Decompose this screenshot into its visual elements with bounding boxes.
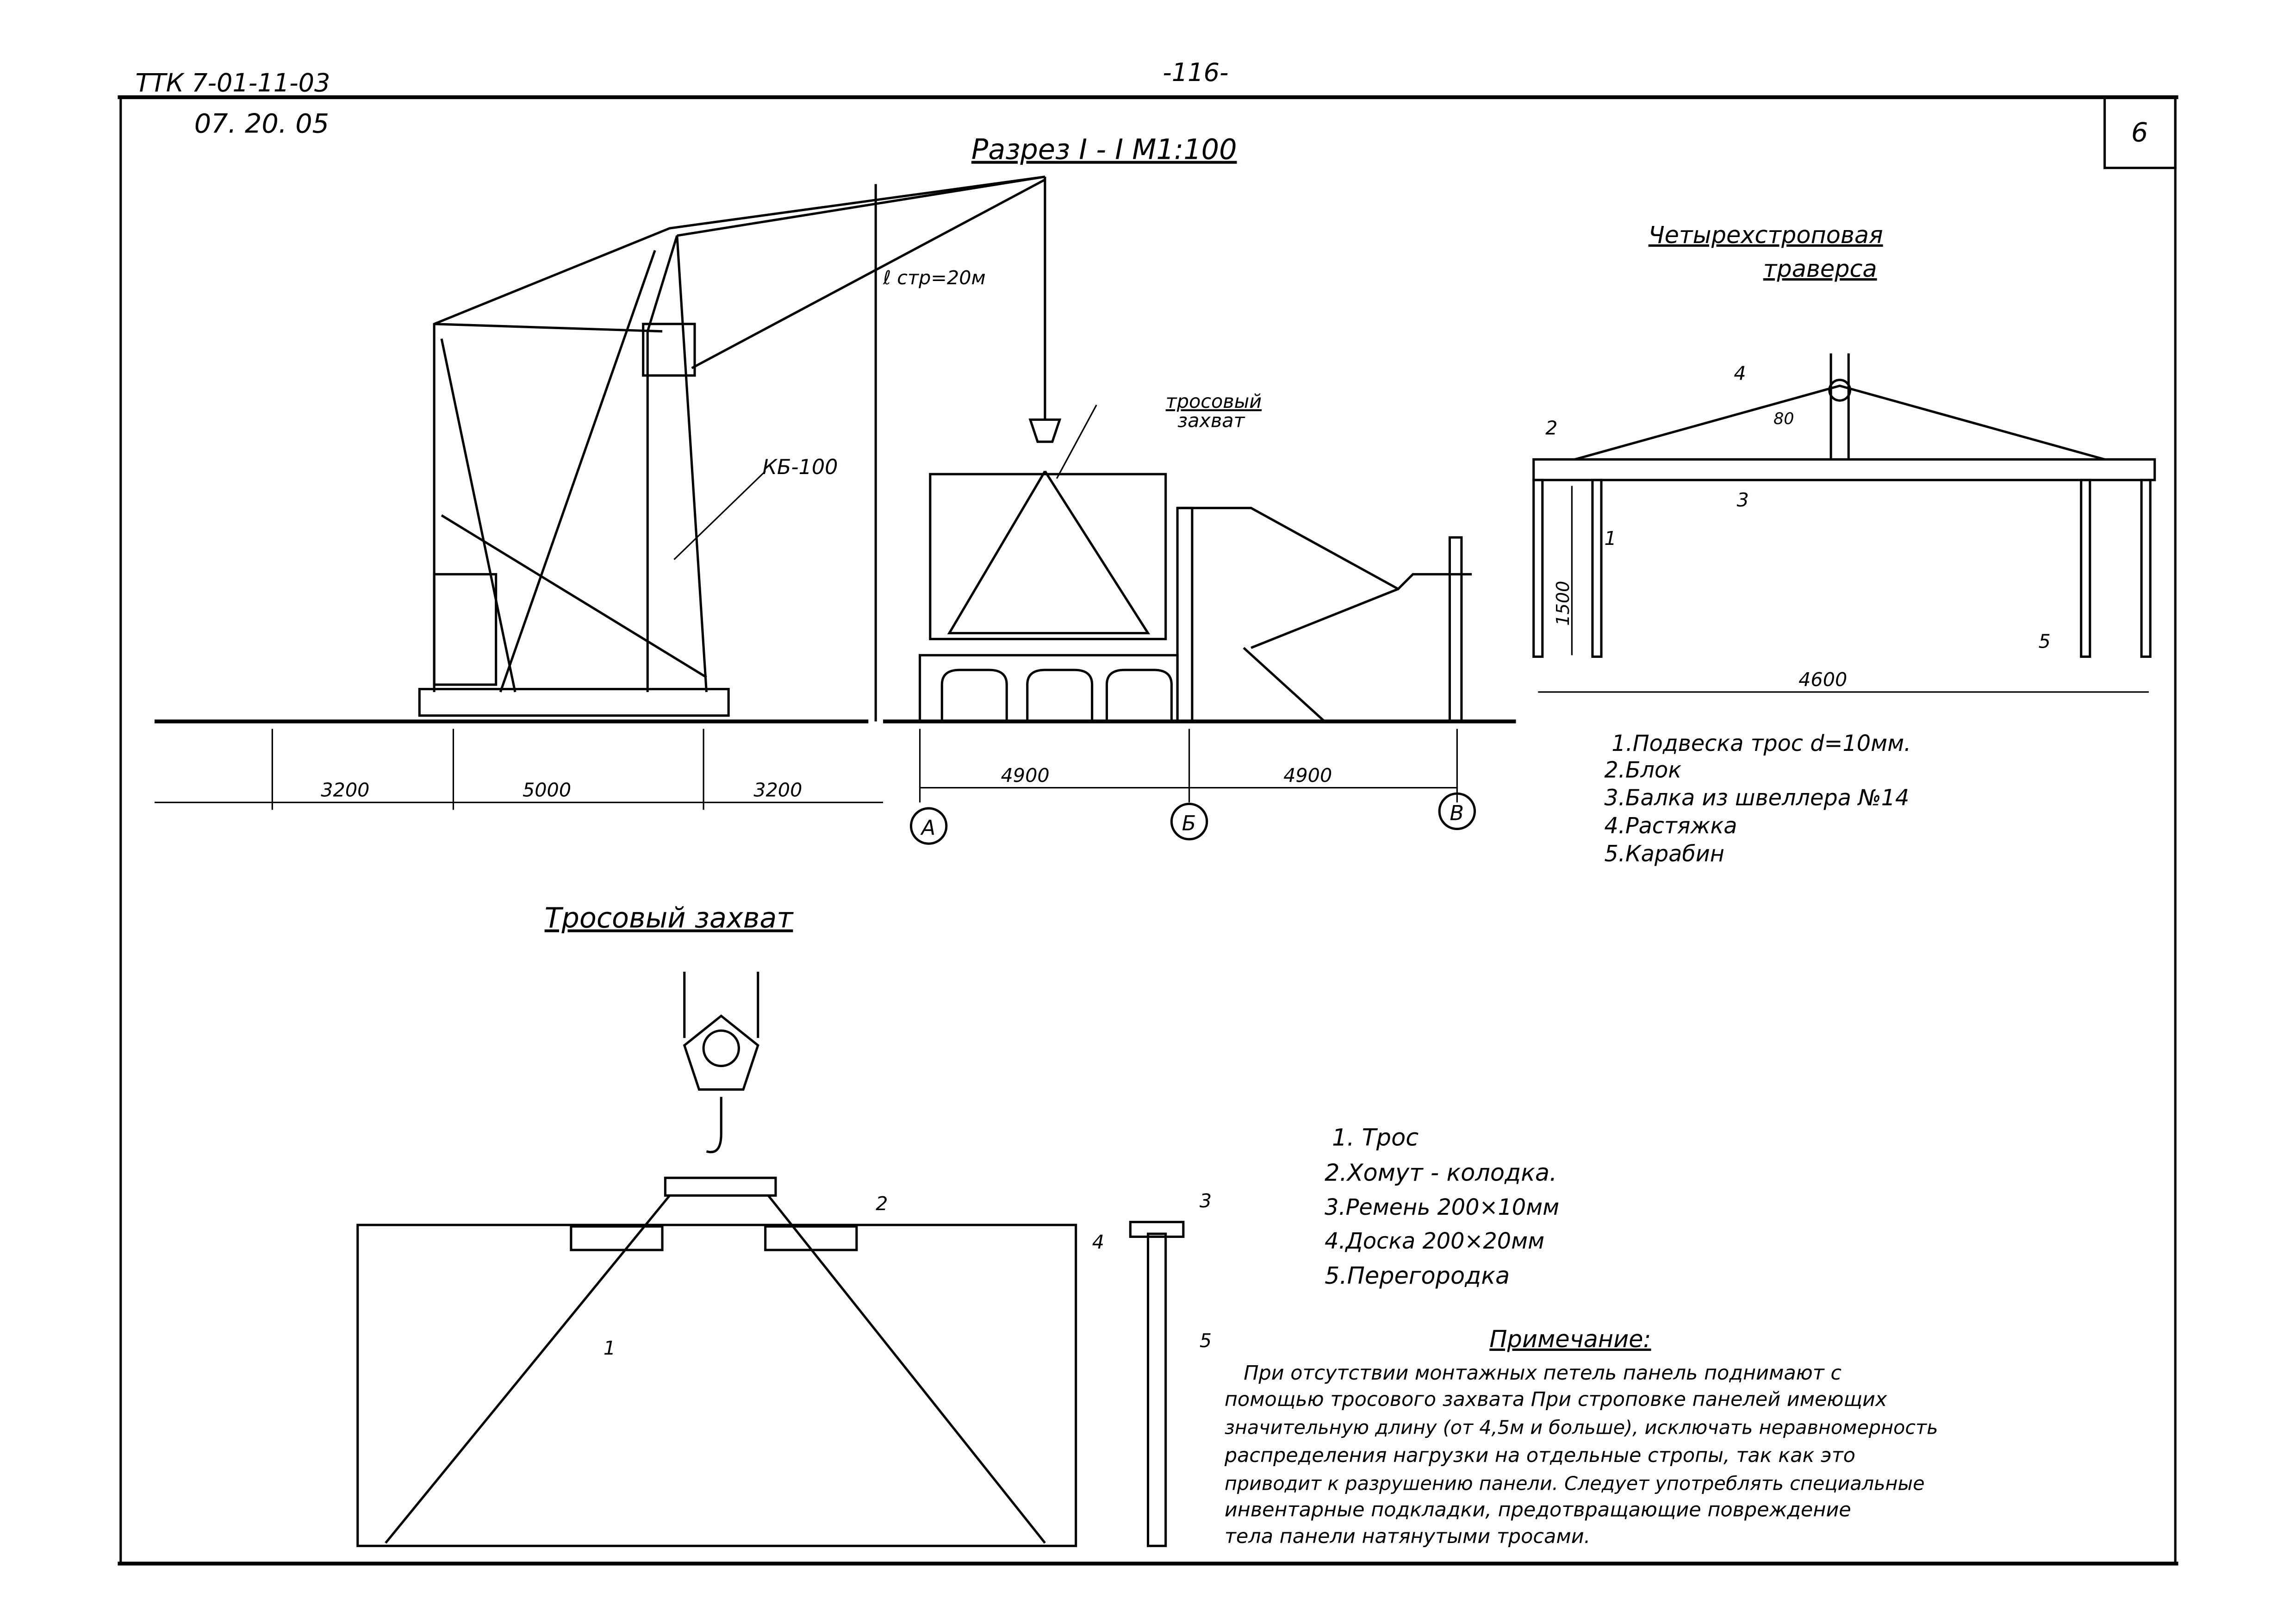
traverse-callout: 2	[1545, 417, 1557, 439]
sheet-frame	[118, 95, 2178, 1566]
dimension: 3200	[321, 779, 369, 801]
grip-callout: 3	[1200, 1190, 1212, 1212]
axis-label-a: А	[920, 816, 935, 840]
note-line: помощью тросового захвата При строповке …	[1225, 1388, 1887, 1411]
traverse-angle: 80	[1773, 410, 1794, 428]
traverse-callout: 1	[1604, 527, 1616, 550]
dimension: 4900	[1283, 764, 1332, 787]
grip-title: Тросовый захват	[545, 902, 794, 935]
note-line: значительную длину (от 4,5м и больше), и…	[1225, 1417, 1938, 1439]
axis-marker-b	[1170, 802, 1208, 841]
note-line: приводит к разрушению панели. Следует уп…	[1225, 1472, 1925, 1494]
doc-code: ТТК 7-01-11-03	[136, 68, 330, 97]
sheet-number-box	[2103, 96, 2177, 169]
traverse-title-2: траверса	[1763, 255, 1877, 282]
legend-item: 5.Перегородка	[1325, 1262, 1510, 1289]
note-line: инвентарные подкладки, предотвращающие п…	[1225, 1499, 1851, 1522]
axis-label-b: Б	[1182, 812, 1196, 836]
traverse-callout: 4	[1734, 362, 1746, 385]
note-body: При отсутствии монтажных петель панель п…	[1224, 1362, 1938, 1548]
legend-item: 1.Подвеска трос d=10мм.	[1612, 731, 1911, 756]
traverse-width: 4600	[1798, 668, 1847, 691]
grip-label-1: тросовый	[1166, 390, 1262, 412]
crane-drawing	[154, 175, 1516, 845]
grip-legend: 1. Трос 2.Хомут - колодка. 3.Ремень 200×…	[1325, 1124, 1559, 1289]
legend-item: 2.Блок	[1604, 757, 1681, 783]
legend-item: 2.Хомут - колодка.	[1325, 1159, 1557, 1187]
traverse-height: 1500	[1553, 581, 1573, 626]
dimension: 3200	[753, 779, 802, 801]
grip-callout: 4	[1092, 1231, 1104, 1253]
grip-callout: 1	[604, 1337, 616, 1359]
traverse-callout: 5	[2038, 630, 2050, 652]
traverse-legend: 1.Подвеска трос d=10мм. 2.Блок 3.Балка и…	[1604, 731, 1911, 867]
note-line: распределения нагрузки на отдельные стро…	[1224, 1444, 1855, 1467]
note-title: Примечание:	[1489, 1325, 1651, 1353]
sheet-number: 6	[2131, 117, 2148, 148]
grip-callout: 2	[876, 1193, 888, 1215]
note-line: тела панели натянутыми тросами.	[1225, 1525, 1590, 1548]
dimension: 5000	[523, 779, 571, 801]
axis-marker-v	[1438, 792, 1476, 831]
traverse-drawing	[1532, 353, 2156, 693]
boom-length-label: ℓ стр=20м	[883, 267, 986, 289]
legend-item: 3.Ремень 200×10мм	[1325, 1195, 1559, 1220]
legend-item: 4.Растяжка	[1604, 813, 1737, 839]
legend-item: 5.Карабин	[1604, 842, 1724, 867]
section-title: Разрез I - I М1:100	[971, 134, 1237, 166]
dimension: 4900	[1001, 764, 1049, 787]
grip-callout: 5	[1200, 1330, 1212, 1352]
note-line: При отсутствии монтажных петель панель п…	[1244, 1362, 1842, 1385]
legend-item: 4.Доска 200×20мм	[1325, 1229, 1544, 1254]
grip-label-2: захват	[1177, 409, 1245, 431]
legend-item: 1. Трос	[1332, 1124, 1419, 1151]
crane-label: КБ-100	[762, 456, 838, 479]
page-number: -116-	[1163, 58, 1228, 87]
grip-drawing	[356, 972, 1185, 1547]
axis-label-v: В	[1450, 801, 1464, 825]
traverse-callout: 3	[1737, 489, 1749, 511]
legend-item: 3.Балка из швеллера №14	[1604, 786, 1909, 811]
sub-code: 07. 20. 05	[194, 108, 329, 139]
axis-marker-a	[909, 807, 948, 845]
traverse-title-1: Четырехстроповая	[1649, 221, 1883, 249]
